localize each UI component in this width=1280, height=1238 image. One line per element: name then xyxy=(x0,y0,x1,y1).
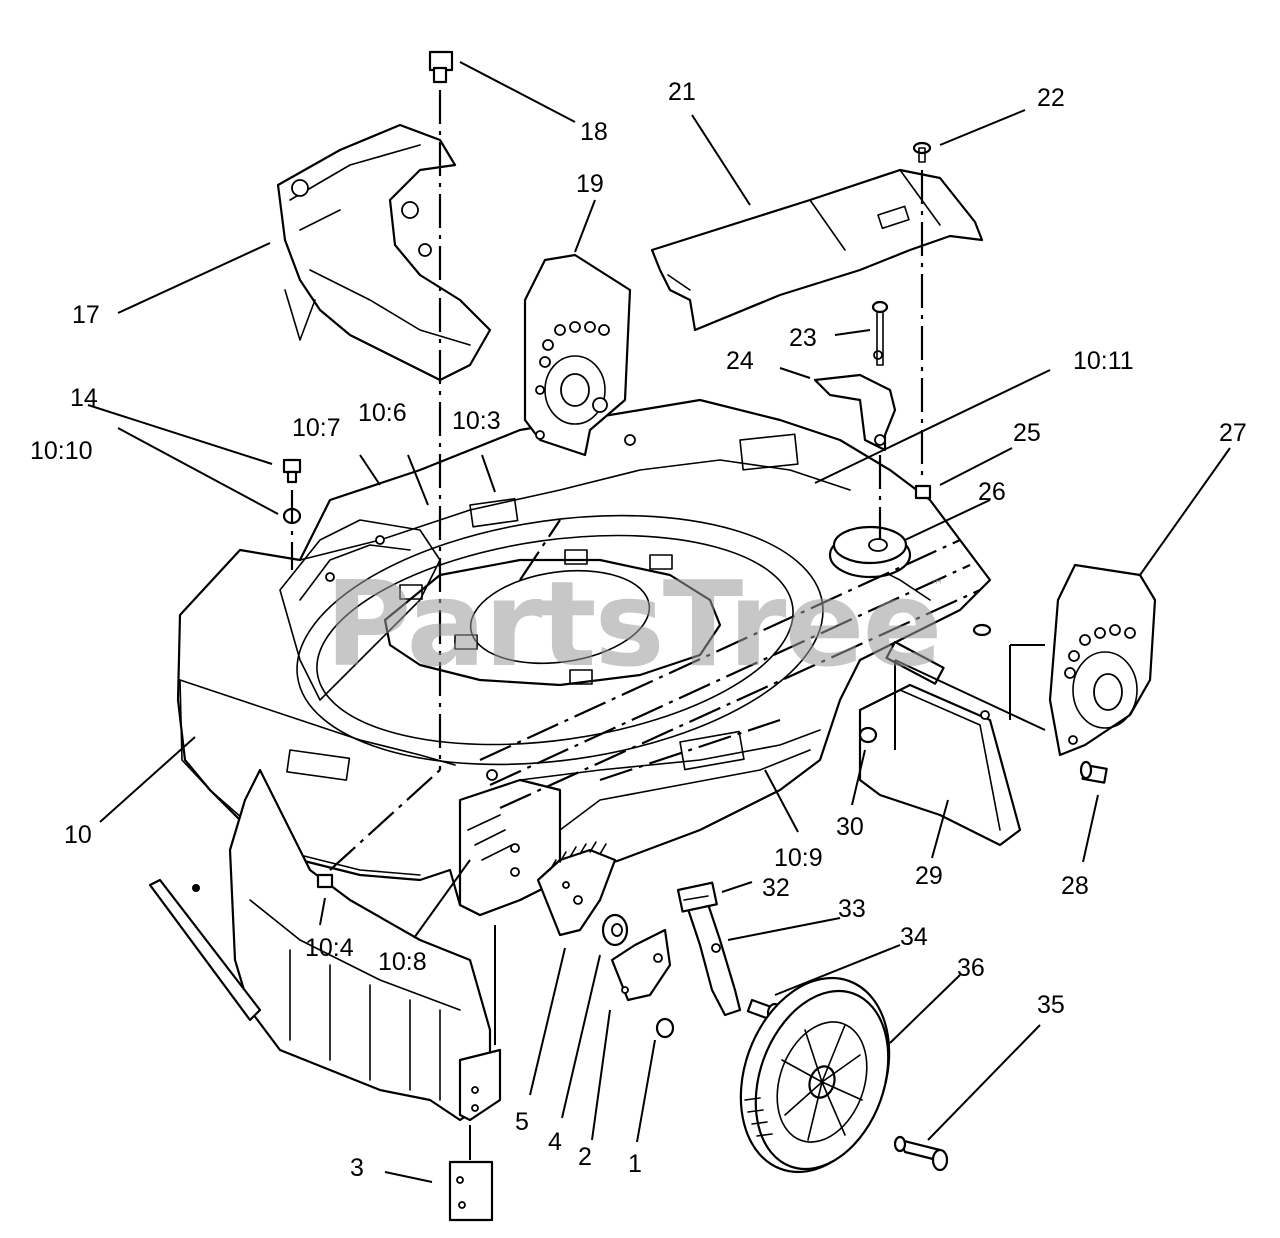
watermark: PartsTree ™ xyxy=(325,555,944,693)
callout-10-9: 10:9 xyxy=(774,844,823,872)
watermark-text: PartsTree xyxy=(325,555,941,693)
height-adjust-cam xyxy=(828,525,912,579)
rear-axle-channel xyxy=(858,623,1022,847)
callout-17: 17 xyxy=(72,301,100,329)
callout-10-8: 10:8 xyxy=(378,948,427,976)
lock-nut xyxy=(655,1017,675,1039)
assembly-axes xyxy=(290,90,1046,1160)
callout-34: 34 xyxy=(900,923,928,951)
watermark-trademark: ™ xyxy=(930,578,944,594)
callout-10-6: 10:6 xyxy=(358,399,407,427)
callout-leaders xyxy=(87,61,1231,1183)
callout-5: 5 xyxy=(515,1108,529,1136)
front-baffle xyxy=(148,768,502,1122)
callout-36: 36 xyxy=(957,954,985,982)
wheel-bracket-left xyxy=(523,253,632,457)
callout-10-10: 10:10 xyxy=(30,437,93,465)
callout-19: 19 xyxy=(576,170,604,198)
spacer xyxy=(601,913,629,947)
callout-29: 29 xyxy=(915,862,943,890)
callout-24: 24 xyxy=(726,347,754,375)
bracket-plate xyxy=(448,1160,494,1222)
callout-21: 21 xyxy=(668,78,696,106)
axle-bolt xyxy=(893,1135,949,1172)
callout-22: 22 xyxy=(1037,84,1065,112)
discharge-chute xyxy=(276,123,492,382)
callout-3: 3 xyxy=(350,1154,364,1182)
callout-14: 14 xyxy=(70,384,98,412)
shoulder-bolt xyxy=(1079,760,1108,784)
callout-labels: 18 21 22 19 17 23 24 10:11 14 10:7 10:6 … xyxy=(30,78,1247,1182)
lever-bracket xyxy=(610,928,672,1002)
callout-32: 32 xyxy=(762,874,790,902)
callout-28: 28 xyxy=(1061,872,1089,900)
callout-10-4: 10:4 xyxy=(305,934,354,962)
callout-23: 23 xyxy=(789,324,817,352)
rear-cover xyxy=(650,168,984,332)
callout-2: 2 xyxy=(578,1143,592,1171)
callout-1: 1 xyxy=(628,1150,642,1178)
callout-35: 35 xyxy=(1037,991,1065,1019)
wheel-bracket-right xyxy=(1048,563,1157,757)
callout-26: 26 xyxy=(978,478,1006,506)
hardware xyxy=(282,50,932,889)
wheel xyxy=(739,976,891,1174)
callout-33: 33 xyxy=(838,895,866,923)
callout-30: 30 xyxy=(836,813,864,841)
callout-10-11: 10:11 xyxy=(1073,347,1134,375)
callout-10-7: 10:7 xyxy=(292,414,341,442)
callout-4: 4 xyxy=(548,1128,562,1156)
callout-10: 10 xyxy=(64,821,92,849)
callout-18: 18 xyxy=(580,118,608,146)
mower-deck xyxy=(176,398,992,917)
height-adjust-sector xyxy=(536,841,617,937)
callout-27: 27 xyxy=(1219,419,1247,447)
height-adjust-lever xyxy=(676,881,742,1017)
pivot-bracket xyxy=(813,300,897,452)
callout-10-3: 10:3 xyxy=(452,407,501,435)
callout-25: 25 xyxy=(1013,419,1041,447)
